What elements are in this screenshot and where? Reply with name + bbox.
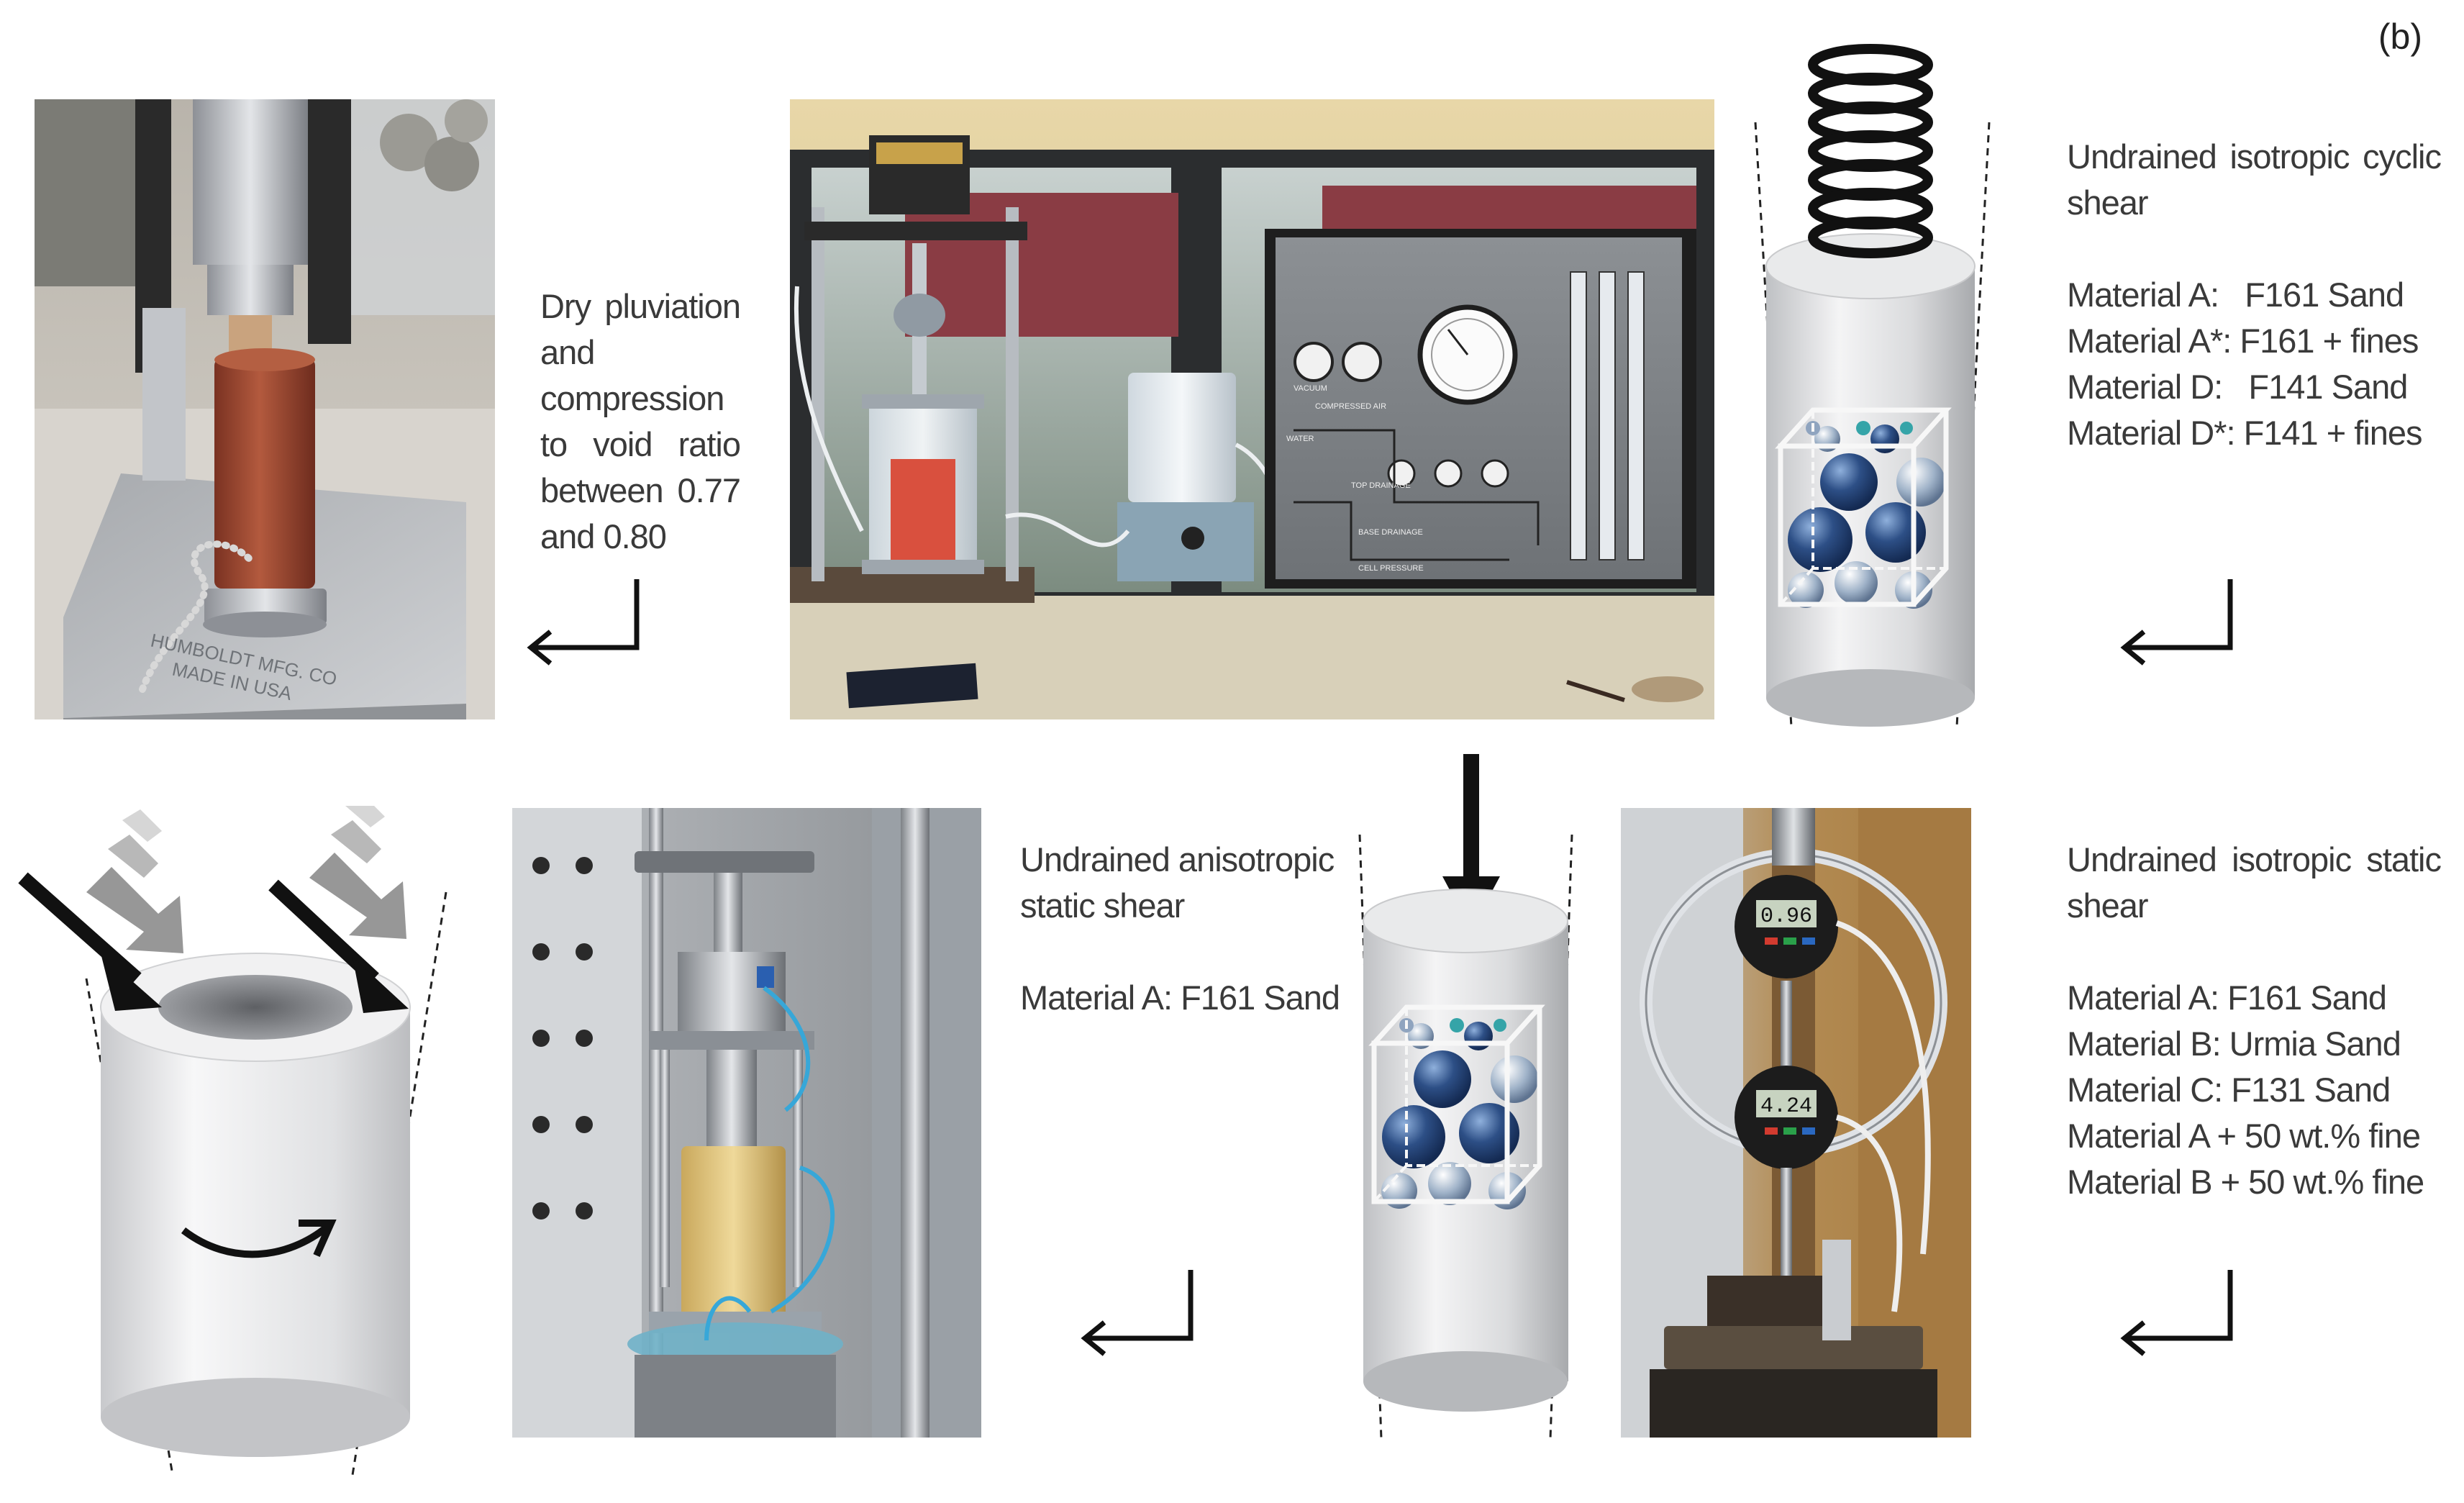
panel-label-base-drainage: BASE DRAINAGE: [1358, 528, 1423, 537]
photo-load-ring: 0.96 4.24: [1621, 808, 1971, 1438]
text-line: Undrained anisotropic: [1020, 840, 1335, 878]
particle-cube: [1368, 1004, 1545, 1209]
text-line: Dry pluviation: [540, 287, 741, 325]
panel-label-water: WATER: [1286, 435, 1314, 443]
text-line: shear: [2067, 886, 2149, 925]
text-line: [2067, 226, 2441, 272]
text-line: Material B: Urmia Sand: [2067, 1025, 2401, 1063]
particle-cube: [1775, 407, 1952, 609]
photo-hollow-cylinder-apparatus: [512, 808, 981, 1438]
text-line: Undrained isotropic static: [2067, 840, 2442, 878]
text-line: Material D*: F141 + fines: [2067, 414, 2423, 452]
text-line: to void ratio: [540, 425, 741, 463]
text-line: Undrained isotropic cyclic: [2067, 137, 2442, 176]
gauge-readout-upper: 0.96: [1760, 904, 1812, 929]
text-line: [2067, 929, 2441, 975]
return-arrow-icon: [2120, 1270, 2233, 1356]
text-anisotropic: Undrained anisotropic static shear Mater…: [1020, 837, 1340, 1021]
text-line: between 0.77: [540, 471, 741, 509]
panel-label: (b): [2378, 17, 2422, 57]
diagram-hollow-cylinder: [18, 806, 447, 1476]
return-arrow-icon: [2120, 579, 2233, 666]
text-line: Material D: F141 Sand: [2067, 368, 2408, 406]
photo-sample-preparation: HUMBOLDT MFG. CO MADE IN USA: [35, 99, 495, 719]
diagram-static-sample: [1358, 834, 1573, 1440]
return-arrow-icon: [527, 579, 640, 666]
text-line: and 0.80: [540, 517, 667, 555]
text-line: Material C: F131 Sand: [2067, 1071, 2391, 1109]
text-line: Material A: F161 Sand: [1020, 978, 1340, 1017]
diagram-cyclic-sample: [1754, 44, 1991, 727]
spring-icon: [1808, 44, 1933, 258]
torsion-arrow-icon: [181, 1220, 337, 1258]
text-line: Material A + 50 wt.% fine: [2067, 1117, 2421, 1155]
panel-label-vacuum: VACUUM: [1294, 384, 1327, 393]
text-line: [1020, 929, 1322, 975]
text-line: and: [540, 333, 595, 371]
load-arrow-icon: [86, 806, 406, 953]
text-line: static shear: [1020, 886, 1185, 925]
text-line: Material A: F161 Sand: [2067, 978, 2387, 1017]
text-line: compression: [540, 379, 724, 417]
panel-label-top-drainage: TOP DRAINAGE: [1351, 481, 1411, 490]
return-arrow-icon: [1081, 1270, 1194, 1356]
panel-label-cell-pressure: CELL PRESSURE: [1358, 564, 1424, 573]
text-cyclic: Undrained isotropic cyclic shear Materia…: [2067, 134, 2442, 456]
photo-triaxial-lab: VACUUM COMPRESSED AIR WATER TOP DRAINAGE…: [790, 99, 1714, 719]
text-line: Material A*: F161 + fines: [2067, 322, 2419, 360]
text-static: Undrained isotropic static shear Materia…: [2067, 837, 2442, 1205]
text-line: Material B + 50 wt.% fine: [2067, 1163, 2424, 1201]
text-line: Material A: F161 Sand: [2067, 276, 2404, 314]
gauge-readout-lower: 4.24: [1760, 1094, 1812, 1119]
text-line: shear: [2067, 183, 2149, 222]
text-preparation: Dry pluviation and compression to void r…: [540, 283, 741, 560]
panel-label-compressed-air: COMPRESSED AIR: [1315, 402, 1386, 411]
